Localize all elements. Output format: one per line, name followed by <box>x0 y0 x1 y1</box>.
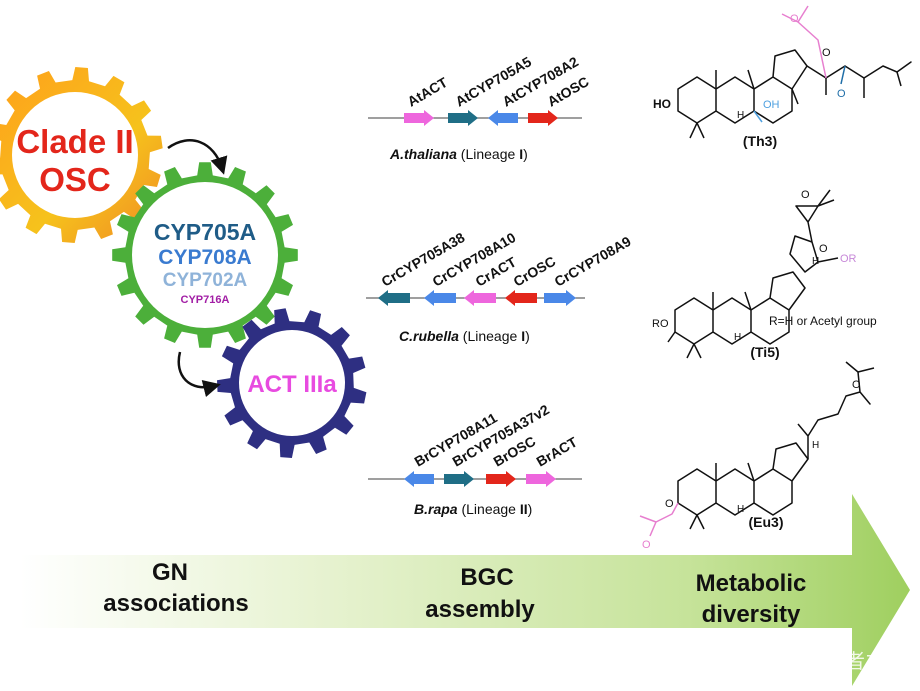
th3-o-ester: O <box>822 47 831 59</box>
gene-cr-cyp705a38 <box>378 290 410 306</box>
eu3-o-epoxide: O <box>852 379 861 391</box>
gene-at-act <box>404 110 434 126</box>
species-thaliana: A.thaliana (Lineage I) <box>389 146 528 162</box>
banner-met-line2: diversity <box>702 601 801 628</box>
gene-br-cyp708a11 <box>404 471 434 487</box>
ti5-h1: H <box>812 256 819 267</box>
gene-br-osc <box>486 471 516 487</box>
cyp705a-label: CYP705A <box>154 219 256 245</box>
eu3-h1: H <box>812 440 819 451</box>
cluster-rapa: BrCYP708A11 BrCYP705A37v2 BrOSC BrACT B.… <box>368 401 582 517</box>
gene-at-cyp708a2 <box>488 110 518 126</box>
eu3-methyls <box>689 361 875 530</box>
curved-arrow-bottom <box>177 351 221 398</box>
ti5-o-furan: O <box>819 243 828 255</box>
eu3-h2: H <box>737 504 744 515</box>
th3-ho: HO <box>653 97 671 111</box>
th3-carbonyl <box>840 65 846 85</box>
th3-acetate <box>781 5 827 79</box>
gene-label-cr-cyp708a9: CrCYP708A9 <box>552 233 634 290</box>
ti5-furan <box>789 205 839 273</box>
act-gear: ACT IIIa <box>217 308 367 458</box>
ti5-ring-system <box>674 271 806 345</box>
species-rubella: C.rubella (Lineage I) <box>399 328 530 344</box>
gene-at-osc <box>528 110 558 126</box>
clade-line1: Clade II <box>16 123 133 160</box>
gene-label-at-act: AtACT <box>405 74 451 110</box>
eu3-side-chain <box>797 371 871 459</box>
ti5-methyls <box>686 189 835 359</box>
ti5-or: OR <box>840 253 857 265</box>
molecule-th3: HO OH H O O O (Th3) <box>653 5 912 149</box>
cluster-rubella: CrCYP705A38 CrCYP708A10 CrACT CrOSC CrCY… <box>366 229 634 344</box>
banner-bgc-line1: BGC <box>460 564 513 591</box>
cyp716a-label: CYP716A <box>181 294 230 306</box>
curved-arrow-top <box>167 139 228 175</box>
th3-h: H <box>737 110 744 121</box>
th3-methyls <box>689 69 865 139</box>
cyp708a-label: CYP708A <box>158 246 251 269</box>
gene-cr-cyp708a9 <box>544 290 576 306</box>
ti5-ro: RO <box>652 318 669 330</box>
banner-bgc-line2: assembly <box>425 596 535 623</box>
act-label: ACT IIIa <box>247 371 337 398</box>
th3-label: (Th3) <box>743 133 777 149</box>
gene-label-br-act: BrACT <box>534 433 581 469</box>
banner-gn-line1: GN <box>152 559 188 586</box>
th3-o-ketone: O <box>837 88 846 100</box>
gene-cr-osc <box>505 290 537 306</box>
banner-met-line1: Metabolic <box>696 570 807 597</box>
gene-br-act <box>526 471 556 487</box>
th3-oh-bond <box>753 110 763 123</box>
eu3-o-ester: O <box>665 498 674 510</box>
ti5-label: (Ti5) <box>750 344 779 360</box>
clade-line2: OSC <box>39 161 111 198</box>
progression-banner: GN associations BGC assembly Metabolic d… <box>20 494 910 686</box>
gene-label-cr-cyp705a38: CrCYP705A38 <box>379 229 468 290</box>
gene-br-cyp705a37v2 <box>444 471 474 487</box>
gene-at-cyp705a5 <box>448 110 478 126</box>
species-rapa: B.rapa (Lineage II) <box>414 501 532 517</box>
ti5-note: R=H or Acetyl group <box>769 314 877 328</box>
th3-o-acyl: O <box>790 13 799 25</box>
th3-ring-system <box>677 49 808 124</box>
molecule-ti5: RO OR H H O O R=H or Acetyl group (Ti5) <box>652 189 877 360</box>
molecule-eu3: O O O H H (Eu3) <box>639 361 875 551</box>
eu3-o-acyl: O <box>642 539 651 551</box>
ti5-o-epoxide: O <box>801 189 810 201</box>
gene-cr-act <box>464 290 496 306</box>
banner-gn-line2: associations <box>103 590 248 617</box>
ti5-h2: H <box>734 332 741 343</box>
th3-oh: OH <box>763 99 780 111</box>
th3-side-chain <box>806 61 912 87</box>
gene-cr-cyp708a10 <box>424 290 456 306</box>
cluster-thaliana: AtACT AtCYP705A5 AtCYP708A2 AtOSC A.thal… <box>368 53 592 162</box>
eu3-ring-system <box>677 442 809 516</box>
banner-arrow-shape <box>20 494 910 686</box>
eu3-label: (Eu3) <box>749 514 784 530</box>
watermark: 知乎 @强者之心 <box>759 650 905 673</box>
gene-label-cr-osc: CrOSC <box>511 253 559 290</box>
cyp-gear: CYP705A CYP708A CYP702A CYP716A <box>112 162 298 348</box>
eu3-acetate <box>639 502 679 537</box>
ti5-ro-bond <box>667 331 676 343</box>
clade-osc-gear: Clade II OSC <box>0 67 163 243</box>
cyp702a-label: CYP702A <box>163 270 248 291</box>
